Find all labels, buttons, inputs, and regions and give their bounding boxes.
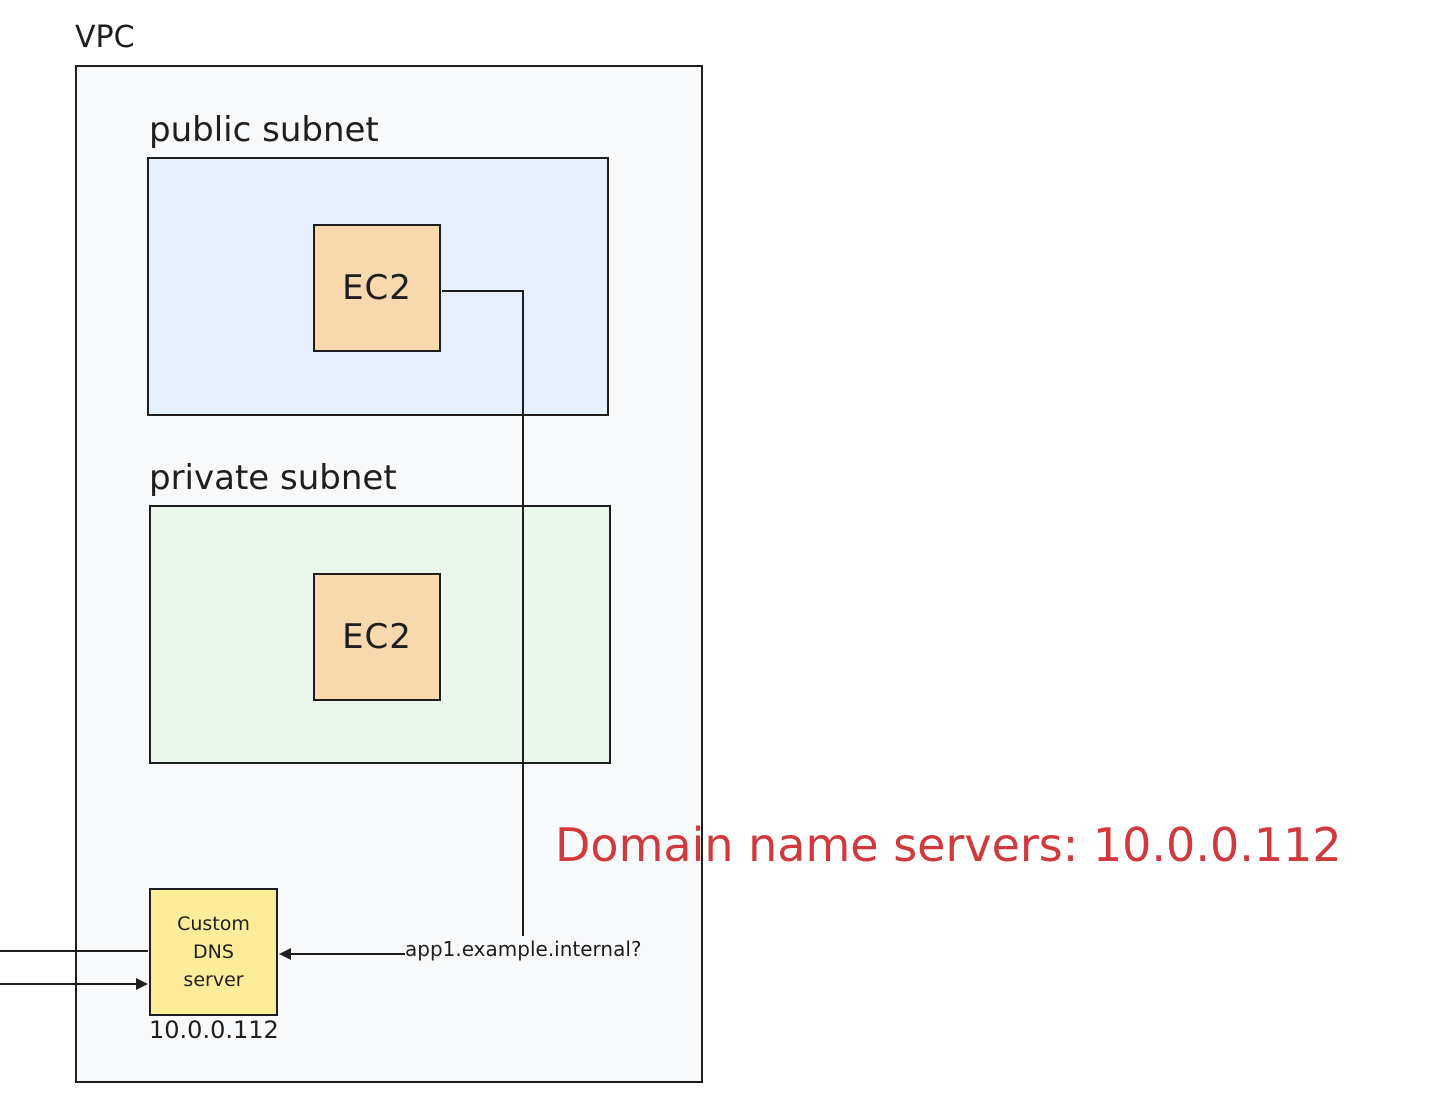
- custom-dns-server[interactable]: Custom DNS server: [149, 888, 278, 1016]
- private-ec2-label: EC2: [342, 617, 412, 657]
- domain-name-servers-annotation: Domain name servers: 10.0.0.112: [555, 818, 1342, 872]
- dns-server-ip-label: 10.0.0.112: [149, 1016, 279, 1044]
- public-ec2-label: EC2: [342, 268, 412, 308]
- vpc-label: VPC: [75, 20, 135, 55]
- public-subnet-label: public subnet: [149, 110, 379, 150]
- private-ec2-instance[interactable]: EC2: [313, 573, 441, 701]
- dns-server-label-line-3: server: [183, 969, 244, 991]
- dns-query-label: app1.example.internal?: [405, 937, 642, 961]
- dns-server-label-line-1: Custom: [177, 913, 250, 935]
- dns-server-label-line-2: DNS: [193, 941, 234, 963]
- private-subnet-label: private subnet: [149, 458, 397, 498]
- public-ec2-instance[interactable]: EC2: [313, 224, 441, 352]
- ec2-query-path: [442, 290, 524, 936]
